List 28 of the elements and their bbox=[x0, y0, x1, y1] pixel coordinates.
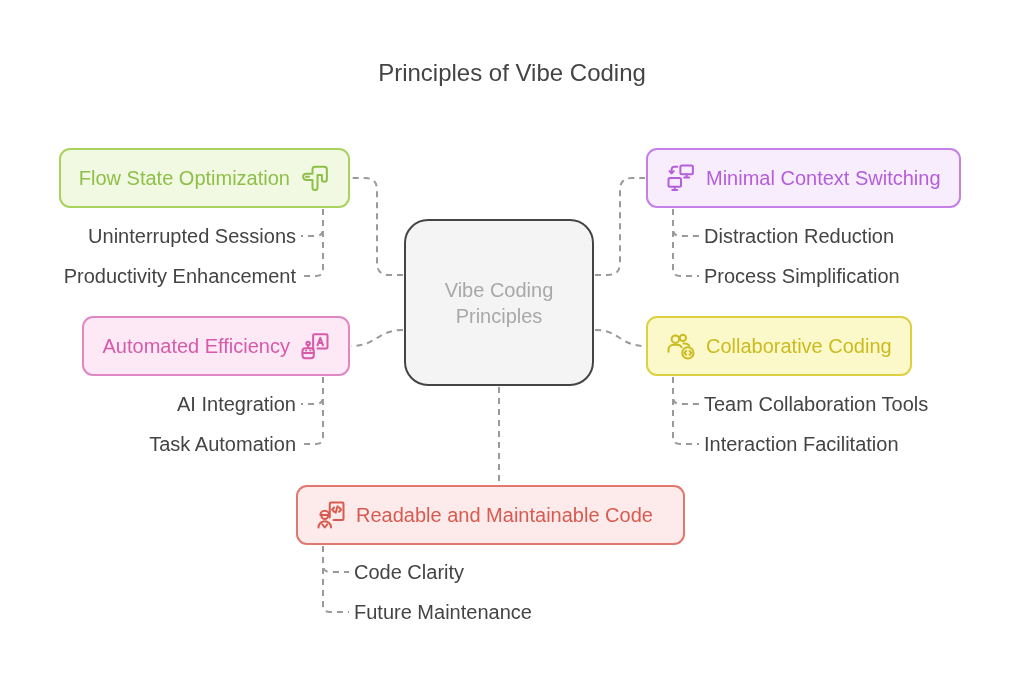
branch-label: AI Integration bbox=[173, 392, 300, 416]
branch-label: Process Simplification bbox=[700, 264, 904, 288]
branch-label: Code Clarity bbox=[350, 560, 469, 584]
dashed-connector bbox=[672, 208, 700, 277]
topic-label: Vibe Coding Principles bbox=[443, 277, 555, 329]
category-label: Flow State Optimization bbox=[78, 166, 290, 190]
category-box bbox=[296, 485, 685, 545]
branch-label: Interaction Facilitation bbox=[700, 432, 903, 456]
branch-label: Task Automation bbox=[145, 432, 300, 456]
diagram-title: Principles of Vibe Coding bbox=[378, 58, 646, 88]
category-label: Readable and Maintainable Code bbox=[356, 503, 653, 527]
dashed-connector bbox=[350, 177, 404, 276]
branch-label: Productivity Enhancement bbox=[59, 264, 300, 288]
category-label: Automated Efficiency bbox=[102, 334, 290, 358]
category-box bbox=[82, 316, 350, 376]
topic-box bbox=[404, 219, 594, 386]
category-box bbox=[646, 316, 912, 376]
category-label: Minimal Context Switching bbox=[706, 166, 941, 190]
branch-label: Future Maintenance bbox=[350, 600, 536, 624]
category-box bbox=[58, 148, 350, 208]
category-box bbox=[646, 148, 961, 208]
branch-label: Uninterrupted Sessions bbox=[84, 224, 300, 248]
dashed-connector bbox=[672, 376, 700, 445]
branch-label: Team Collaboration Tools bbox=[700, 392, 933, 416]
branch-label: Distraction Reduction bbox=[700, 224, 899, 248]
dashed-connector bbox=[594, 177, 646, 276]
category-label: Collaborative Coding bbox=[706, 334, 892, 358]
dashed-connector bbox=[322, 545, 350, 613]
